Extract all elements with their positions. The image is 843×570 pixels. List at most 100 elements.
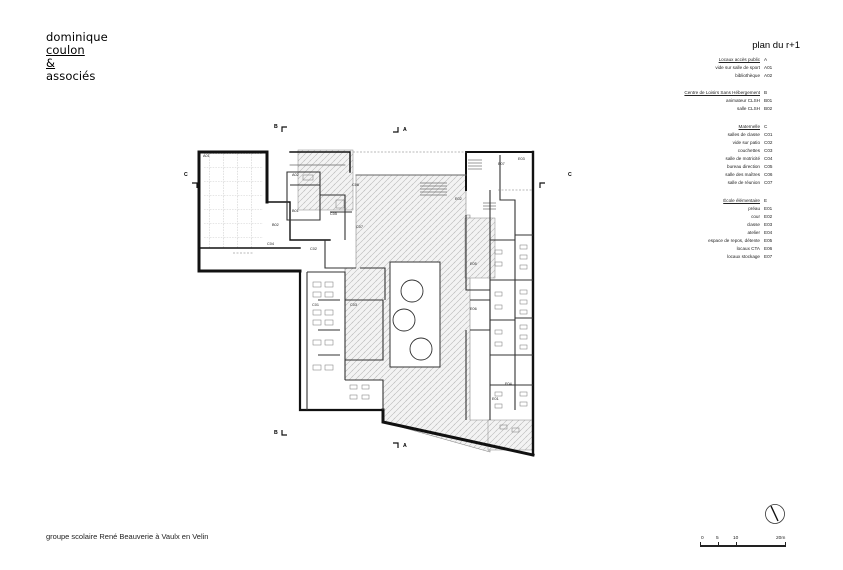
legend-section-e: École élémentaire E (640, 198, 800, 206)
exterior-walls (197, 150, 535, 457)
section-markers (192, 126, 545, 448)
legend-item-label: classe (746, 222, 760, 227)
lower-patio (487, 419, 534, 451)
legend-item: cour E02 (640, 214, 800, 222)
tag-b02: B02 (272, 223, 279, 227)
legend-item-code: E07 (764, 254, 773, 259)
legend-item-code: C05 (764, 164, 773, 169)
company-logo: dominique coulon & associés (46, 31, 108, 83)
tag-c01: C01 (312, 303, 319, 307)
legend-section-code: B (764, 90, 768, 95)
scale-tick (736, 542, 737, 546)
scale-tick (700, 542, 701, 546)
tag-a02: A02 (292, 173, 299, 177)
tag-e06: E06 (470, 307, 477, 311)
legend-section-name: Maternelle (738, 124, 760, 129)
legend-item-label: bibliothèque (735, 73, 760, 78)
legend-item-code: A01 (764, 65, 773, 70)
logo-line-4: associés (46, 69, 96, 83)
tag-c02: C02 (310, 247, 317, 251)
tag-c03: C03 (350, 303, 357, 307)
furniture (302, 174, 528, 433)
legend-item-code: C07 (764, 180, 773, 185)
legend-item: salle des maîtres C06 (640, 172, 800, 180)
legend-section-b: Centre de Loisirs Sans Hébergement B (640, 90, 800, 98)
tag-c05: C05 (330, 212, 337, 216)
legend-item: salle CLSH B02 (640, 106, 800, 114)
logo-line-3: & (46, 56, 56, 70)
scale-bar: 0 5 10 20m (698, 534, 798, 548)
legend-item: animateur CLSH B01 (640, 98, 800, 106)
legend-item-code: B02 (764, 106, 773, 111)
patio-void (389, 261, 441, 368)
legend-item-code: C01 (764, 132, 773, 137)
legend-item: locaux CTA E06 (640, 246, 800, 254)
legend-item-label: salle de motricité (725, 156, 760, 161)
legend-item: préau E01 (640, 206, 800, 214)
tag-e04: E04 (505, 382, 512, 386)
legend-item: salle de réunion C07 (640, 180, 800, 188)
legend-section-code: E (764, 198, 768, 203)
room-a01-sports-void (203, 152, 263, 248)
stairs (420, 159, 496, 210)
legend-item-label: préau (748, 206, 760, 211)
legend-item: atelier E04 (640, 230, 800, 238)
interior-partitions (286, 155, 533, 420)
legend-section-c: Maternelle C (640, 124, 800, 132)
legend-item: salles de classe C01 (640, 132, 800, 140)
legend-item-label: salle des maîtres (725, 172, 760, 177)
scale-tick (718, 542, 719, 546)
legend-section-name: École élémentaire (723, 198, 760, 203)
room-tags: A01 A02 B01 B02 C01 C02 C03 C04 C05 C06 … (203, 154, 525, 401)
scale-tick-label: 10 (733, 536, 739, 541)
legend-item-code: A02 (764, 73, 773, 78)
tag-e03: E03 (518, 157, 525, 161)
legend-section-name: Centre de Loisirs Sans Hébergement (684, 90, 760, 95)
scale-tick-label: 20m (776, 536, 786, 541)
legend-section-name: Locaux accès public (718, 57, 760, 62)
legend-section-a: Locaux accès public A (640, 57, 800, 65)
legend-item-code: C03 (764, 148, 773, 153)
scale-tick-label: 5 (716, 536, 719, 541)
legend-item-label: vide sur patio (732, 140, 760, 145)
legend-item-label: salle CLSH (737, 106, 760, 111)
legend-item-code: E03 (764, 222, 773, 227)
logo-line-1: dominique (46, 30, 108, 44)
tag-c06: C06 (352, 183, 359, 187)
legend-item: vide sur patio C02 (640, 140, 800, 148)
legend-item: bureau direction C05 (640, 164, 800, 172)
plan-title: plan du r+1 (752, 40, 800, 51)
logo-line-2: coulon (46, 43, 85, 57)
legend-section-code: C (764, 124, 768, 129)
legend-item-label: locaux CTA (736, 246, 760, 251)
section-c-left: C (184, 172, 188, 178)
legend-item: bibliothèque A02 (640, 73, 800, 81)
dashed-outlines (233, 151, 533, 254)
legend-item: salle de motricité C04 (640, 156, 800, 164)
tag-c04: C04 (267, 242, 274, 246)
legend-item: couchettes C03 (640, 148, 800, 156)
legend-item-label: animateur CLSH (726, 98, 760, 103)
tag-e02: E02 (455, 197, 462, 201)
section-b-top: B (274, 124, 278, 130)
legend-item-label: bureau direction (727, 164, 760, 169)
tag-a01: A01 (203, 154, 210, 158)
legend-item-label: cour (751, 214, 760, 219)
legend-item-code: E01 (764, 206, 773, 211)
legend-item: vide sur salle de sport A01 (640, 65, 800, 73)
legend-item-label: salle de réunion (727, 180, 760, 185)
scale-tick-label: 0 (701, 536, 704, 541)
legend-item: espace de repos, détente E05 (640, 238, 800, 246)
section-a-top: A (403, 127, 407, 133)
north-arrow-icon (765, 504, 785, 524)
legend-item: classe E03 (640, 222, 800, 230)
legend-item-label: couchettes (737, 148, 760, 153)
scale-line (700, 545, 786, 547)
project-title: groupe scolaire René Beauverie à Vaulx e… (46, 532, 209, 541)
legend-item-label: atelier (747, 230, 760, 235)
legend-item-code: E02 (764, 214, 773, 219)
legend-section-code: A (764, 57, 768, 62)
legend-item-code: E06 (764, 246, 773, 251)
section-b-bottom: B (274, 430, 278, 436)
